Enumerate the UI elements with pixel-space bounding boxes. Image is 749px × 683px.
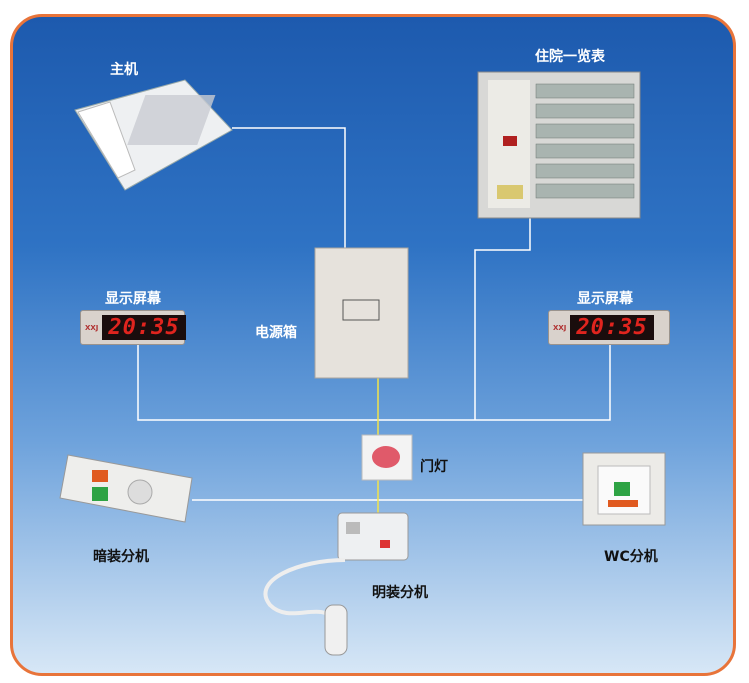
label-ward-board: 住院一览表	[535, 49, 605, 65]
label-host: 主机	[110, 62, 138, 78]
display-time: 20:35	[570, 315, 654, 340]
bus-lines	[137, 127, 611, 501]
wc-extension-device	[582, 452, 666, 526]
flush-extension-device	[59, 454, 193, 523]
display-screen-left: XXJ 20:35	[80, 310, 186, 345]
label-flush-extension: 暗装分机	[93, 549, 149, 565]
label-surface-extension: 明装分机	[372, 585, 428, 601]
host-console-device	[74, 79, 233, 191]
display-screen-right: XXJ 20:35	[548, 310, 670, 345]
display-logo: XXJ	[85, 323, 99, 332]
label-display-left: 显示屏幕	[105, 291, 161, 307]
line-board-power	[474, 218, 531, 420]
label-power-box: 电源箱	[255, 325, 297, 341]
power-box-device	[314, 247, 409, 379]
display-time: 20:35	[102, 315, 186, 340]
door-light-device	[361, 434, 413, 481]
line-bottom-bus	[137, 345, 611, 421]
label-display-right: 显示屏幕	[577, 291, 633, 307]
label-wc-extension: WC分机	[604, 549, 658, 565]
label-door-light: 门灯	[420, 459, 448, 475]
ward-board-device	[477, 71, 641, 219]
line-host-power	[232, 127, 346, 250]
display-logo: XXJ	[553, 323, 567, 332]
surface-extension-device	[263, 512, 409, 656]
